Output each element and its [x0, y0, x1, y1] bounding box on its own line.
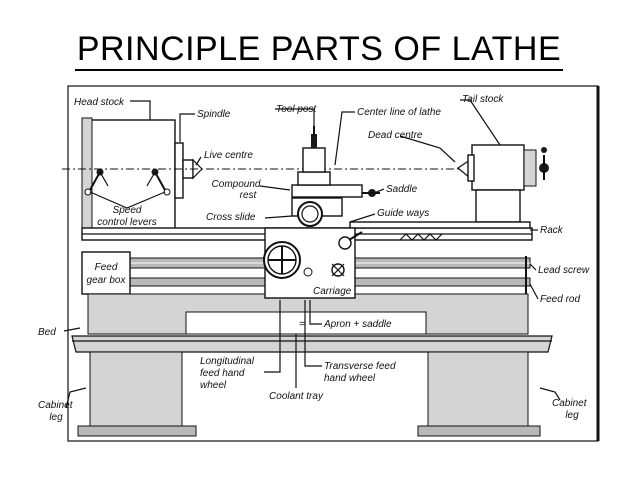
label-trans-1: Transverse feed	[324, 361, 396, 372]
label-tool-post: Tool post	[276, 104, 317, 115]
label-compound-2: rest	[240, 190, 258, 201]
feed-gear-box	[81, 251, 131, 295]
label-dead-centre: Dead centre	[368, 130, 423, 141]
label-cab-right-1: Cabinet	[552, 398, 588, 409]
label-speed-2: control levers	[97, 217, 156, 228]
label-center-line: Center line of lathe	[357, 107, 441, 118]
bed-body	[71, 293, 553, 353]
leader-lines	[63, 99, 561, 409]
label-spindle: Spindle	[197, 109, 231, 120]
label-carriage: Carriage	[313, 286, 352, 297]
label-feed-rod: Feed rod	[540, 294, 580, 305]
label-cab-right-2: leg	[565, 410, 579, 421]
label-feed-1: Feed	[95, 262, 118, 273]
label-long-1: Longitudinal	[200, 356, 255, 367]
label-lead-screw: Lead screw	[538, 265, 590, 276]
label-apron-saddle: Apron + saddle	[323, 319, 392, 330]
label-rack: Rack	[540, 225, 564, 236]
label-feed-2: gear box	[87, 275, 127, 286]
label-live-centre: Live centre	[204, 150, 253, 161]
cabinet-legs	[77, 351, 541, 437]
label-long-3: wheel	[200, 380, 227, 391]
label-tail-stock: Tail stock	[462, 94, 504, 105]
page-title: PRINCIPLE PARTS OF LATHE	[0, 30, 638, 71]
label-long-2: feed hand	[200, 368, 245, 379]
head-stock	[81, 117, 184, 239]
label-cross-slide: Cross slide	[206, 212, 256, 223]
label-cab-left-1: Cabinet	[38, 400, 74, 411]
label-compound-1: Compound	[212, 179, 261, 190]
label-cab-left-2: leg	[49, 412, 63, 423]
label-apron-eq: =	[299, 319, 305, 330]
tail-stock	[456, 144, 549, 223]
label-trans-2: hand wheel	[324, 373, 376, 384]
label-guide-ways: Guide ways	[377, 208, 429, 219]
tool-assembly	[291, 126, 380, 227]
label-speed-1: Speed	[113, 205, 142, 216]
title-text: PRINCIPLE PARTS OF LATHE	[74, 30, 564, 71]
label-saddle: Saddle	[386, 184, 418, 195]
label-bed: Bed	[38, 327, 56, 338]
label-coolant: Coolant tray	[269, 391, 324, 402]
label-head-stock: Head stock	[74, 97, 125, 108]
carriage-apron	[263, 227, 363, 299]
